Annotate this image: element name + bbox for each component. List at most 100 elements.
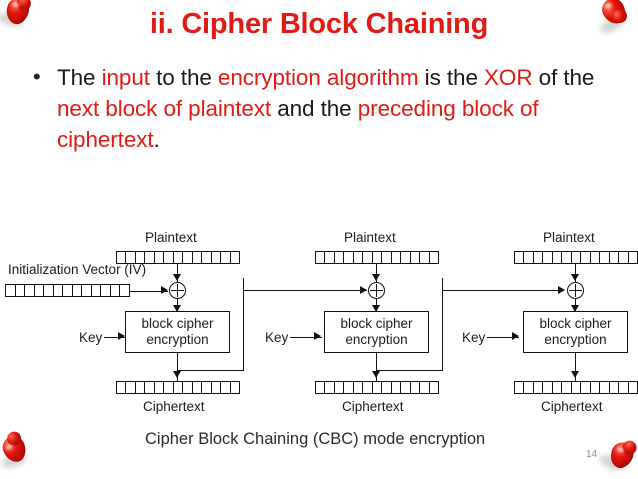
- bit-cell: [335, 382, 345, 393]
- bit-cell: [164, 382, 174, 393]
- block-cipher-box-2: block cipher encryption: [324, 311, 429, 353]
- bit-cell: [591, 252, 601, 263]
- bit-cell: [212, 382, 222, 393]
- bit-cell: [231, 252, 239, 263]
- bit-cell: [117, 382, 127, 393]
- page-title: ii. Cipher Block Chaining: [149, 8, 489, 40]
- ciphertext-bits-2: [315, 381, 439, 394]
- bit-cell: [373, 252, 383, 263]
- bit-cell: [401, 382, 411, 393]
- xor-to-cipher-arrow-3: [570, 305, 579, 312]
- ciphertext-bits-3: [514, 381, 638, 394]
- bit-cell: [572, 252, 582, 263]
- bit-cell: [363, 252, 373, 263]
- bit-cell: [25, 285, 35, 296]
- bit-cell: [54, 285, 64, 296]
- bit-cell: [202, 382, 212, 393]
- bit-cell: [524, 252, 534, 263]
- bit-cell: [600, 382, 610, 393]
- bit-cell: [193, 252, 203, 263]
- block-cipher-box-3: block cipher encryption: [523, 311, 628, 353]
- decorative-bead-bottom-right: [597, 435, 638, 478]
- bit-cell: [515, 382, 525, 393]
- bit-cell: [92, 285, 102, 296]
- bullet-segment-0: The: [57, 65, 102, 90]
- feedback-riser-2: [442, 278, 443, 370]
- bit-cell: [126, 252, 136, 263]
- plaintext-bits-3: [514, 251, 638, 264]
- ciphertext-label-3: Ciphertext: [541, 399, 603, 414]
- cipher-to-ciphertext-line-3: [575, 353, 576, 381]
- plaintext-label-1: Plaintext: [145, 230, 197, 245]
- plaintext-to-xor-arrow-3: [570, 274, 579, 281]
- bead-shadow: [0, 451, 29, 471]
- cipher-to-ciphertext-arrow-2: [371, 371, 380, 378]
- bullet-segment-4: is the: [418, 65, 485, 90]
- bit-cell: [543, 382, 553, 393]
- plaintext-to-xor-arrow-1: [172, 274, 181, 281]
- bullet-segment-9: preceding block of ciphertext: [57, 96, 539, 152]
- bit-cell: [534, 382, 544, 393]
- bit-cell: [553, 382, 563, 393]
- bullet-segment-7: next block of plaintext: [57, 96, 272, 121]
- feedback-run-1: [243, 289, 367, 291]
- bit-cell: [231, 382, 239, 393]
- bullet-segment-8: and the: [271, 96, 358, 121]
- bit-cell: [354, 252, 364, 263]
- bit-cell: [392, 382, 402, 393]
- bit-cell: [373, 382, 383, 393]
- bit-cell: [183, 252, 193, 263]
- bit-cell: [401, 252, 411, 263]
- plaintext-label-3: Plaintext: [543, 230, 595, 245]
- bit-cell: [44, 285, 54, 296]
- bit-cell: [581, 382, 591, 393]
- bit-cell: [325, 252, 335, 263]
- plaintext-bits-1: [116, 251, 240, 264]
- xor-gate-2: [368, 282, 385, 299]
- bead-body: [606, 438, 638, 472]
- bead-lobe: [5, 429, 23, 448]
- bullet-list: • The input to the encryption algorithm …: [33, 62, 605, 155]
- plaintext-bits-2: [315, 251, 439, 264]
- bit-cell: [221, 252, 231, 263]
- bit-cell: [126, 382, 136, 393]
- bit-cell: [174, 382, 184, 393]
- bullet-segment-2: to the: [149, 65, 218, 90]
- diagram-caption: Cipher Block Chaining (CBC) mode encrypt…: [145, 430, 486, 448]
- bit-cell: [420, 252, 430, 263]
- bit-cell: [619, 252, 629, 263]
- bit-cell: [619, 382, 629, 393]
- bit-cell: [155, 252, 165, 263]
- page-number: 14: [586, 449, 598, 460]
- bit-cell: [316, 382, 326, 393]
- ciphertext-label-2: Ciphertext: [342, 399, 404, 414]
- bit-cell: [155, 382, 165, 393]
- bit-cell: [591, 382, 601, 393]
- bit-cell: [145, 382, 155, 393]
- bit-cell: [363, 382, 373, 393]
- bit-cell: [354, 382, 364, 393]
- key-arrow-3: [512, 332, 519, 340]
- key-line-1: [104, 336, 126, 338]
- bit-cell: [111, 285, 121, 296]
- bit-cell: [610, 252, 620, 263]
- bit-cell: [164, 252, 174, 263]
- bit-cell: [136, 252, 146, 263]
- bit-cell: [420, 382, 430, 393]
- ciphertext-label-1: Ciphertext: [143, 399, 205, 414]
- bit-cell: [553, 252, 563, 263]
- bit-cell: [101, 285, 111, 296]
- bit-cell: [411, 382, 421, 393]
- bit-cell: [174, 252, 184, 263]
- cipher-to-ciphertext-line-1: [177, 353, 178, 381]
- bit-cell: [183, 382, 193, 393]
- key-line-3: [487, 336, 519, 338]
- bit-cell: [515, 252, 525, 263]
- block-cipher-box-1: block cipher encryption: [125, 311, 230, 353]
- decorative-bead-bottom-left: [0, 429, 35, 472]
- block-cipher-label-2b: encryption: [345, 332, 408, 347]
- feedback-tap-2: [376, 369, 443, 371]
- xor-gate-1: [169, 282, 186, 299]
- iv-to-xor-line: [130, 290, 168, 292]
- bit-cell: [543, 252, 553, 263]
